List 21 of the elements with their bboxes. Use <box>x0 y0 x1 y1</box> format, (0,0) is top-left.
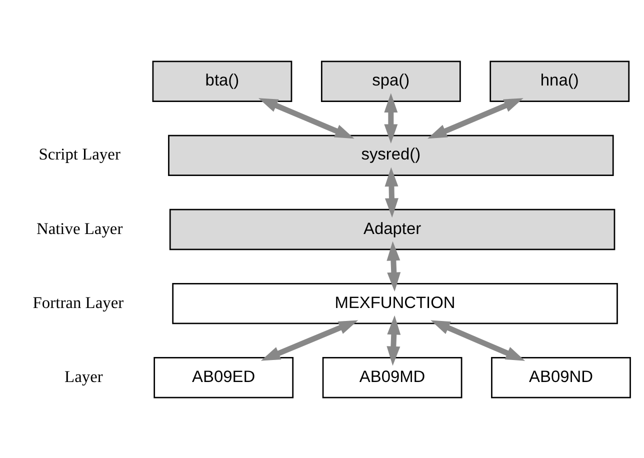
arrow <box>428 98 524 138</box>
arrow <box>384 92 398 143</box>
arrow <box>258 98 354 138</box>
arrow <box>260 320 358 360</box>
node-box: Adapter <box>169 208 616 250</box>
arrow <box>430 320 526 360</box>
label: Fortran Layer <box>32 292 124 312</box>
node-box: AB09ND <box>491 356 631 398</box>
node-box: spa() <box>320 60 461 102</box>
node-box: bta() <box>152 60 292 102</box>
node-box: hna() <box>490 60 630 102</box>
node-box: AB09MD <box>322 356 462 398</box>
arrow <box>384 166 398 218</box>
node-box: MEXFUNCTION <box>172 282 618 324</box>
arrow <box>386 314 401 366</box>
label: Layer <box>64 366 103 386</box>
arrow <box>386 240 401 292</box>
label: Native Layer <box>36 218 123 238</box>
node-box: AB09ED <box>154 356 294 398</box>
label: Script Layer <box>38 144 120 164</box>
node-box: sysred() <box>168 134 614 176</box>
